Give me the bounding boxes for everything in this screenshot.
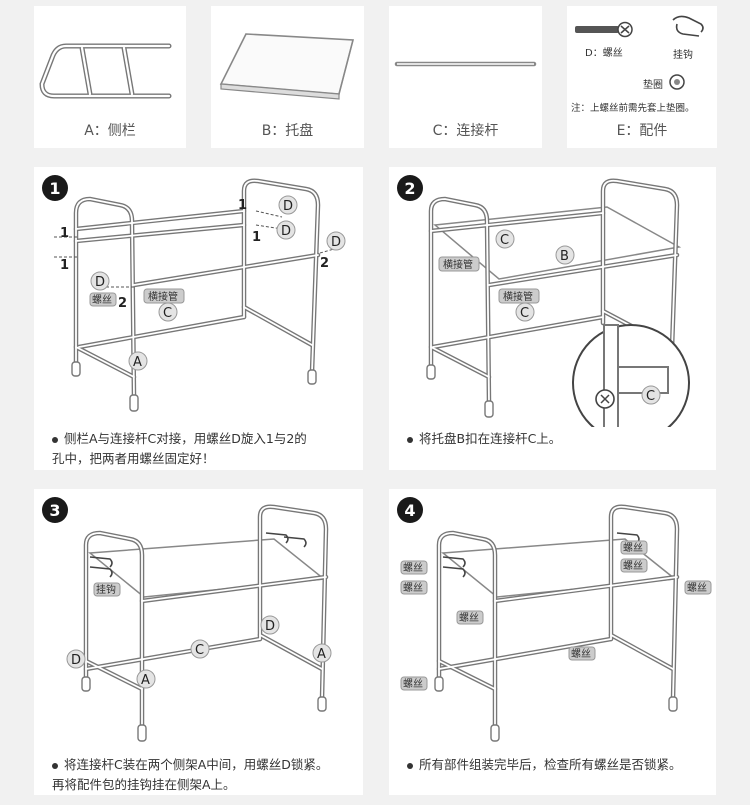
screw-d-label-d: D xyxy=(95,275,105,290)
crossbar-tag: 横接管 xyxy=(148,290,178,303)
step-2-panel: 2 C B xyxy=(389,167,716,470)
part-label-connecting-rod: C：连接杆 xyxy=(432,123,499,139)
step-4-diagram: 螺丝 螺丝 螺丝 螺丝 螺丝 螺丝 螺丝 螺丝 xyxy=(400,504,712,742)
screw-tag-7: 螺丝 xyxy=(571,648,591,660)
hole-1-label-b: 1 xyxy=(60,258,69,273)
step-4-panel: 4 螺丝 xyxy=(389,489,716,795)
accessories-icon xyxy=(575,15,704,90)
screw-d-label-a: D xyxy=(283,199,293,214)
hole-1-label-a: 1 xyxy=(60,226,69,241)
screw-d-label-c: D xyxy=(331,235,341,250)
rod-c-label-a: C xyxy=(500,233,509,248)
step-4-caption-line1: 所有部件组装完毕后，检查所有螺丝是否锁紧。 xyxy=(419,757,682,772)
washer-icon xyxy=(669,74,685,90)
crossbar-tag-b: 横接管 xyxy=(503,290,533,303)
rod-c-label: C xyxy=(163,306,172,321)
screw-tag-3: 螺丝 xyxy=(623,542,643,554)
step-1-caption-line1: 侧栏A与连接杆C对接，用螺丝D旋入1与2的 xyxy=(64,431,307,446)
washer-label: 垫圈 xyxy=(643,80,663,91)
crossbar-tag-a: 横接管 xyxy=(443,258,473,271)
frame-a-label-a: A xyxy=(141,673,150,688)
step-1-number: 1 xyxy=(42,175,68,201)
step-3-caption: 将连接杆C装在两个侧架A中间，用螺丝D锁紧。 再将配件包的挂钩挂在侧架A上。 xyxy=(52,755,353,795)
part-card-side-frame: A：侧栏 xyxy=(34,6,186,148)
screw-tag: 螺丝 xyxy=(92,294,112,306)
frame-a-label-b: A xyxy=(317,647,326,662)
step-3-caption-line1: 将连接杆C装在两个侧架A中间，用螺丝D锁紧。 xyxy=(64,757,329,772)
washer-note: 注：上螺丝前需先套上垫圈。 xyxy=(571,103,695,114)
hook-label: 挂钩 xyxy=(673,50,693,61)
step-3-diagram: D D C A A 挂钩 xyxy=(66,504,332,742)
part-card-tray: B：托盘 xyxy=(211,6,364,148)
step-3-number: 3 xyxy=(42,497,68,523)
hook-tag: 挂钩 xyxy=(96,583,116,596)
screw-icon xyxy=(575,21,633,38)
step-2-diagram: C B C 横接管 横接管 C xyxy=(426,178,690,427)
tray-b-label: B xyxy=(560,249,569,264)
step-4-caption: 所有部件组装完毕后，检查所有螺丝是否锁紧。 xyxy=(407,755,706,775)
step-1-caption: 侧栏A与连接杆C对接，用螺丝D旋入1与2的 孔中，把两者用螺丝固定好！ xyxy=(52,429,353,469)
screw-d-label-b: D xyxy=(265,619,275,634)
zoom-detail: C xyxy=(572,324,690,427)
screw-tag-5: 螺丝 xyxy=(687,582,707,594)
part-label-accessories: E：配件 xyxy=(616,123,668,139)
hole-2-label-a: 2 xyxy=(118,296,127,311)
hook-icon xyxy=(672,15,704,37)
bullet xyxy=(407,436,413,443)
step-2-caption: 将托盘B扣在连接杆C上。 xyxy=(407,429,706,449)
screw-tag-1: 螺丝 xyxy=(403,562,423,574)
step-1-panel: 1 xyxy=(34,167,363,470)
step-1-caption-line2: 孔中，把两者用螺丝固定好！ xyxy=(52,451,215,466)
side-frame-icon xyxy=(39,43,172,99)
bullet xyxy=(52,762,58,769)
screw-label: D：螺丝 xyxy=(585,48,623,59)
step-1-diagram: 1 1 1 1 2 2 D D D D C A 螺丝 横接管 xyxy=(54,178,346,412)
zoom-c-label: C xyxy=(646,389,655,404)
screw-d-label-b: D xyxy=(281,224,291,239)
screw-tag-8: 螺丝 xyxy=(403,678,423,690)
frame-a-label: A xyxy=(133,355,142,370)
bullet xyxy=(407,762,413,769)
tray-icon xyxy=(219,33,355,100)
bullet xyxy=(52,436,58,443)
rod-c-label: C xyxy=(195,643,204,658)
hole-2-label-b: 2 xyxy=(320,256,329,271)
screw-tag-6: 螺丝 xyxy=(459,612,479,624)
hole-1-label-d: 1 xyxy=(252,230,261,245)
screw-tag-4: 螺丝 xyxy=(623,560,643,572)
step-2-number: 2 xyxy=(397,175,423,201)
screw-tag-2: 螺丝 xyxy=(403,582,423,594)
step-3-caption-line2: 再将配件包的挂钩挂在侧架A上。 xyxy=(52,777,236,792)
part-label-tray: B：托盘 xyxy=(261,123,314,139)
step-4-number: 4 xyxy=(397,497,423,523)
step-3-panel: 3 xyxy=(34,489,363,795)
part-label-side-frame: A：侧栏 xyxy=(84,123,136,139)
part-card-accessories: D：螺丝 挂钩 垫圈 注：上螺丝前需先套上垫圈。 E：配件 xyxy=(567,6,717,148)
connecting-rod-icon xyxy=(394,61,537,67)
screw-d-label-a: D xyxy=(71,653,81,668)
rod-c-label-b: C xyxy=(520,306,529,321)
part-card-connecting-rod: C：连接杆 xyxy=(389,6,542,148)
step-2-caption-line1: 将托盘B扣在连接杆C上。 xyxy=(419,431,562,446)
hole-1-label-c: 1 xyxy=(238,198,247,213)
